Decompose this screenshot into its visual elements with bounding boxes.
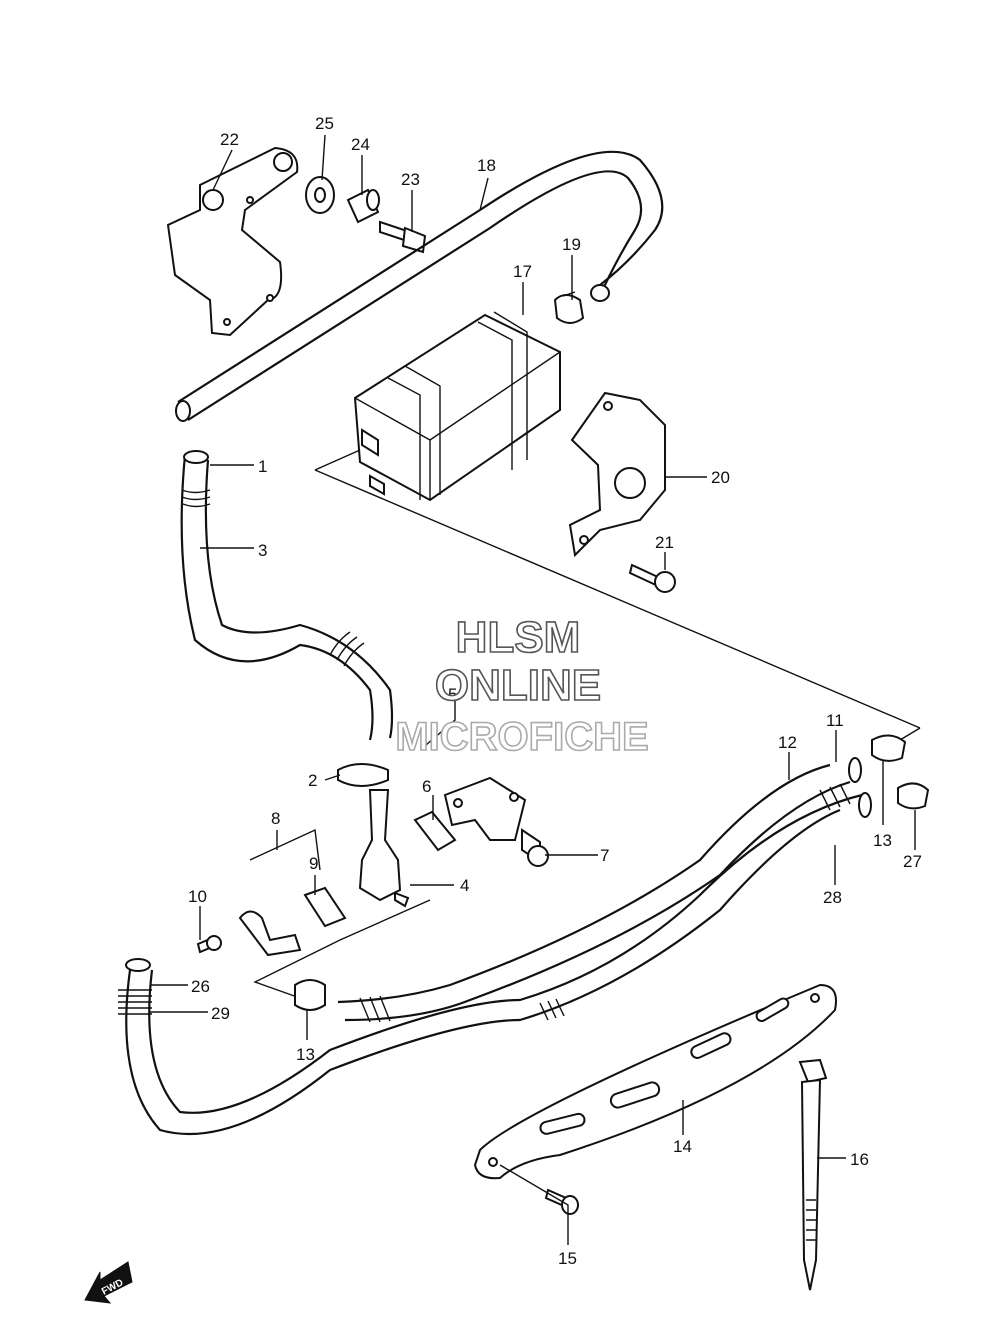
callout-26: 26: [191, 977, 210, 996]
callout-18: 18: [477, 156, 496, 175]
callout-5: 5: [448, 685, 457, 704]
callout-4: 4: [460, 876, 469, 895]
callout-9: 9: [309, 854, 318, 873]
callout-3: 3: [258, 541, 267, 560]
bolt-21: [628, 563, 676, 593]
callout-1: 1: [258, 457, 267, 476]
callout-12: 12: [778, 733, 797, 752]
callout-13-lower: 13: [296, 1045, 315, 1064]
clip-8: [238, 910, 302, 957]
bracket-20: [568, 391, 666, 558]
bolt-23: [379, 220, 427, 254]
hose-28: [118, 783, 872, 1136]
bolt-7: [521, 828, 549, 867]
watermark-line2: ONLINE: [435, 661, 601, 710]
callout-15: 15: [558, 1249, 577, 1268]
callout-21: 21: [655, 533, 674, 552]
callout-17: 17: [513, 262, 532, 281]
washer-25: [305, 176, 335, 214]
callout-6: 6: [422, 777, 431, 796]
pad-6: [413, 810, 457, 852]
clamp-27: [897, 782, 930, 810]
clamp-13-lower: [294, 979, 326, 1011]
watermark-line1: HLSM: [456, 613, 581, 662]
callout-labels: 1 2 3 4 5 6 7 8 9 10 11 12 13 13 14 15 1…: [188, 114, 922, 1268]
callout-8: 8: [271, 809, 280, 828]
hose-3: [180, 450, 394, 741]
hose-12: [337, 757, 862, 1023]
bracket-7-mount: [443, 776, 527, 841]
tie-16: [798, 1058, 828, 1291]
fwd-arrow-icon: FWD: [84, 1261, 133, 1304]
leader-lines: [150, 134, 916, 1245]
pad-9: [303, 886, 347, 928]
callout-29: 29: [211, 1004, 230, 1023]
screw-10: [196, 935, 222, 954]
callout-16: 16: [850, 1150, 869, 1169]
callout-28: 28: [823, 888, 842, 907]
watermark: HLSM ONLINE MICROFICHE: [395, 612, 650, 760]
clamp-11: [871, 734, 907, 762]
callout-11: 11: [826, 711, 844, 730]
callout-19: 19: [562, 235, 581, 254]
callout-27: 27: [903, 852, 922, 871]
callout-14: 14: [673, 1137, 692, 1156]
assembly-line-canister: [314, 449, 921, 741]
assembly-line-8: [249, 828, 321, 871]
callout-2: 2: [308, 771, 317, 790]
callout-23: 23: [401, 170, 420, 189]
assembly-line-4: [253, 899, 431, 999]
assembly-line-5: [425, 700, 456, 746]
callout-22: 22: [220, 130, 239, 149]
clamp-19: [553, 291, 585, 324]
callout-10: 10: [188, 887, 207, 906]
fitting-4: [358, 789, 410, 908]
canister-17: [353, 311, 561, 502]
hose-18: [175, 150, 664, 422]
spacer-24: [346, 188, 380, 224]
callout-7: 7: [600, 846, 609, 865]
bracket-22: [166, 146, 299, 337]
callout-24: 24: [351, 135, 370, 154]
clamp-2: [337, 763, 389, 787]
callout-20: 20: [711, 468, 730, 487]
watermark-line3: MICROFICHE: [395, 715, 648, 759]
callout-25: 25: [315, 114, 334, 133]
callout-13-right: 13: [873, 831, 892, 850]
strap-14: [473, 983, 837, 1180]
